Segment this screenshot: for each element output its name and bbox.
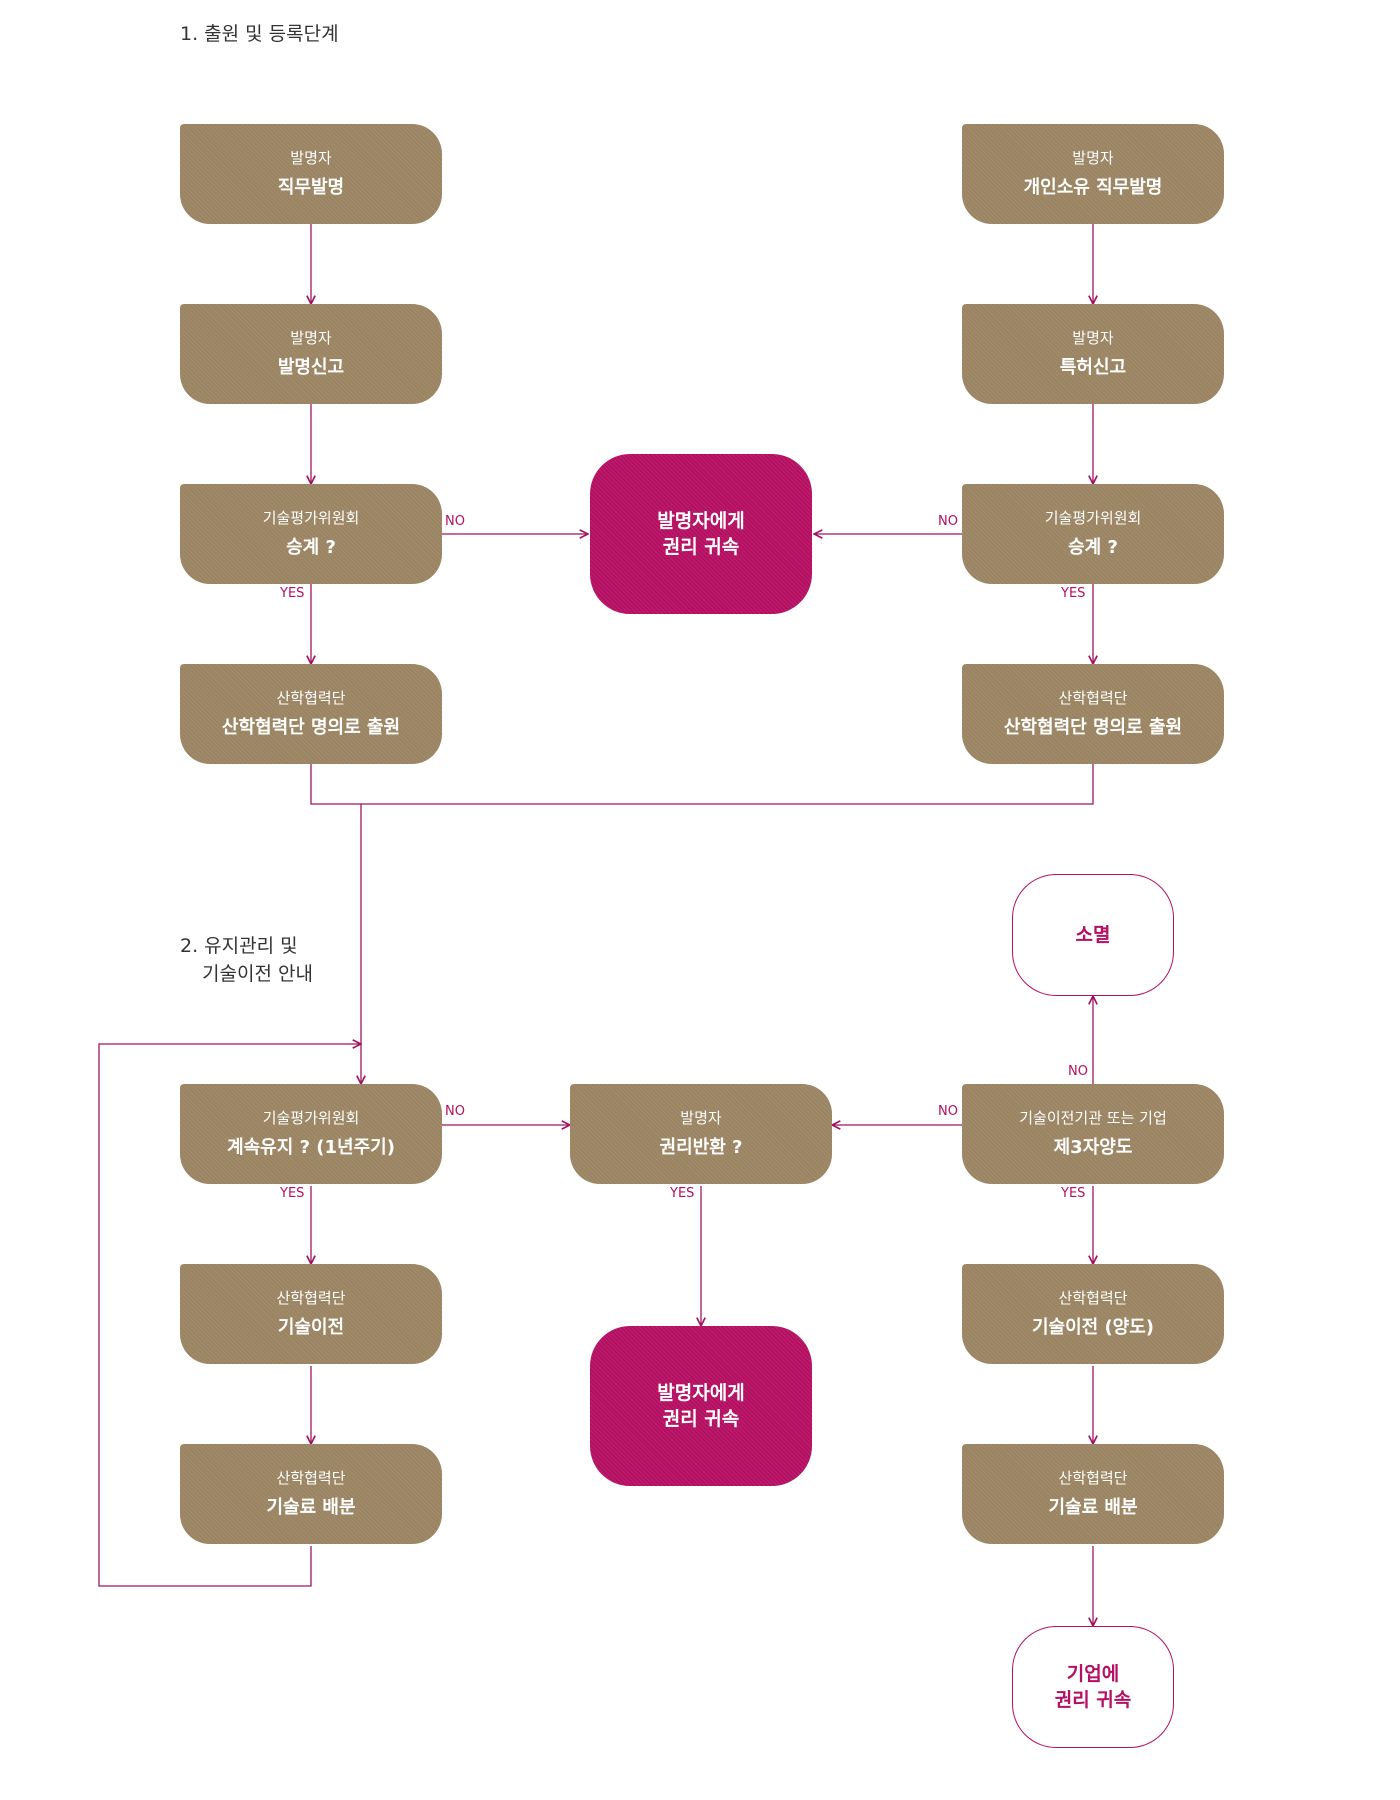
section-title-1: 1. 출원 및 등록단계 [180, 23, 339, 45]
node-c3-main: 기술료 배분 [266, 1497, 356, 1518]
node-b4-sub: 산학협력단 [1058, 689, 1128, 707]
node-e2-transfer: 산학협력단 기술이전 (양도) [962, 1264, 1224, 1364]
node-b2-report: 발명자 특허신고 [962, 304, 1224, 404]
node-b4-filing: 산학협력단 산학협력단 명의로 출원 [962, 664, 1224, 764]
edge-label-e1-no-left: NO [938, 1104, 958, 1119]
node-o1-line1: 소멸 [1075, 924, 1111, 946]
section-title-2: 2. 유지관리 및 기술이전 안내 [180, 932, 313, 988]
node-e2-main: 기술이전 (양도) [1031, 1317, 1155, 1338]
node-b3-main: 승계 ? [1068, 537, 1118, 558]
connector-c3-loop [98, 1044, 361, 1587]
node-m2-line1: 발명자에게 [657, 1382, 745, 1404]
section-title-2-line2: 기술이전 안내 [202, 963, 313, 985]
node-a3-main: 승계 ? [286, 537, 336, 558]
node-b1-sub: 발명자 [1072, 149, 1114, 167]
node-c3-royalty: 산학협력단 기술료 배분 [180, 1444, 442, 1544]
node-b2-main: 특허신고 [1059, 357, 1127, 378]
node-d1-return-decision: 발명자 권리반환 ? [570, 1084, 832, 1184]
node-m1-rights-to-inventor: 발명자에게 권리 귀속 [590, 454, 812, 614]
connector-merge [310, 764, 1094, 805]
edge-label-a3-yes: YES [280, 586, 305, 601]
node-d1-sub: 발명자 [680, 1109, 722, 1127]
node-c2-sub: 산학협력단 [276, 1289, 346, 1307]
node-m2-rights-to-inventor: 발명자에게 권리 귀속 [590, 1326, 812, 1486]
node-c1-main: 계속유지 ? (1년주기) [227, 1137, 395, 1158]
node-c2-main: 기술이전 [277, 1317, 345, 1338]
node-c2-tech-transfer: 산학협력단 기술이전 [180, 1264, 442, 1364]
node-e3-main: 기술료 배분 [1048, 1497, 1138, 1518]
node-m2-line2: 권리 귀속 [662, 1408, 740, 1430]
edge-label-c1-no: NO [445, 1104, 465, 1119]
node-e3-sub: 산학협력단 [1058, 1469, 1128, 1487]
node-o2-rights-to-company: 기업에 권리 귀속 [1012, 1626, 1174, 1748]
node-a4-filing: 산학협력단 산학협력단 명의로 출원 [180, 664, 442, 764]
node-e2-sub: 산학협력단 [1058, 1289, 1128, 1307]
node-o2-line1: 기업에 [1066, 1663, 1120, 1685]
edge-label-e1-yes: YES [1061, 1186, 1086, 1201]
node-a1-main: 직무발명 [277, 177, 345, 198]
node-b1-main: 개인소유 직무발명 [1023, 177, 1163, 198]
node-a4-main: 산학협력단 명의로 출원 [221, 717, 401, 738]
node-a2-sub: 발명자 [290, 329, 332, 347]
node-a2-main: 발명신고 [277, 357, 345, 378]
node-b3-decision: 기술평가위원회 승계 ? [962, 484, 1224, 584]
node-e1-main: 제3자양도 [1053, 1137, 1133, 1158]
node-a3-sub: 기술평가위원회 [262, 509, 360, 527]
node-b1-invention: 발명자 개인소유 직무발명 [962, 124, 1224, 224]
edge-label-e1-no-up: NO [1068, 1064, 1088, 1079]
node-e1-transfer-decision: 기술이전기관 또는 기업 제3자양도 [962, 1084, 1224, 1184]
node-a1-invention: 발명자 직무발명 [180, 124, 442, 224]
node-b4-main: 산학협력단 명의로 출원 [1003, 717, 1183, 738]
node-b2-sub: 발명자 [1072, 329, 1114, 347]
node-e3-royalty: 산학협력단 기술료 배분 [962, 1444, 1224, 1544]
edge-label-c1-yes: YES [280, 1186, 305, 1201]
node-m1-line2: 권리 귀속 [662, 536, 740, 558]
node-o2-line2: 권리 귀속 [1054, 1689, 1132, 1711]
edge-label-b3-no: NO [938, 514, 958, 529]
edge-label-d1-yes: YES [670, 1186, 695, 1201]
node-c1-maintain-decision: 기술평가위원회 계속유지 ? (1년주기) [180, 1084, 442, 1184]
edge-label-a3-no: NO [445, 514, 465, 529]
node-d1-main: 권리반환 ? [659, 1137, 743, 1158]
node-a4-sub: 산학협력단 [276, 689, 346, 707]
node-m1-line1: 발명자에게 [657, 510, 745, 532]
node-c3-sub: 산학협력단 [276, 1469, 346, 1487]
node-a3-decision: 기술평가위원회 승계 ? [180, 484, 442, 584]
section-title-2-line1: 2. 유지관리 및 [180, 935, 298, 957]
node-a2-report: 발명자 발명신고 [180, 304, 442, 404]
node-c1-sub: 기술평가위원회 [262, 1109, 360, 1127]
node-e1-sub: 기술이전기관 또는 기업 [1019, 1109, 1167, 1127]
node-a1-sub: 발명자 [290, 149, 332, 167]
node-o1-extinction: 소멸 [1012, 874, 1174, 996]
edge-label-b3-yes: YES [1061, 586, 1086, 601]
node-b3-sub: 기술평가위원회 [1044, 509, 1142, 527]
